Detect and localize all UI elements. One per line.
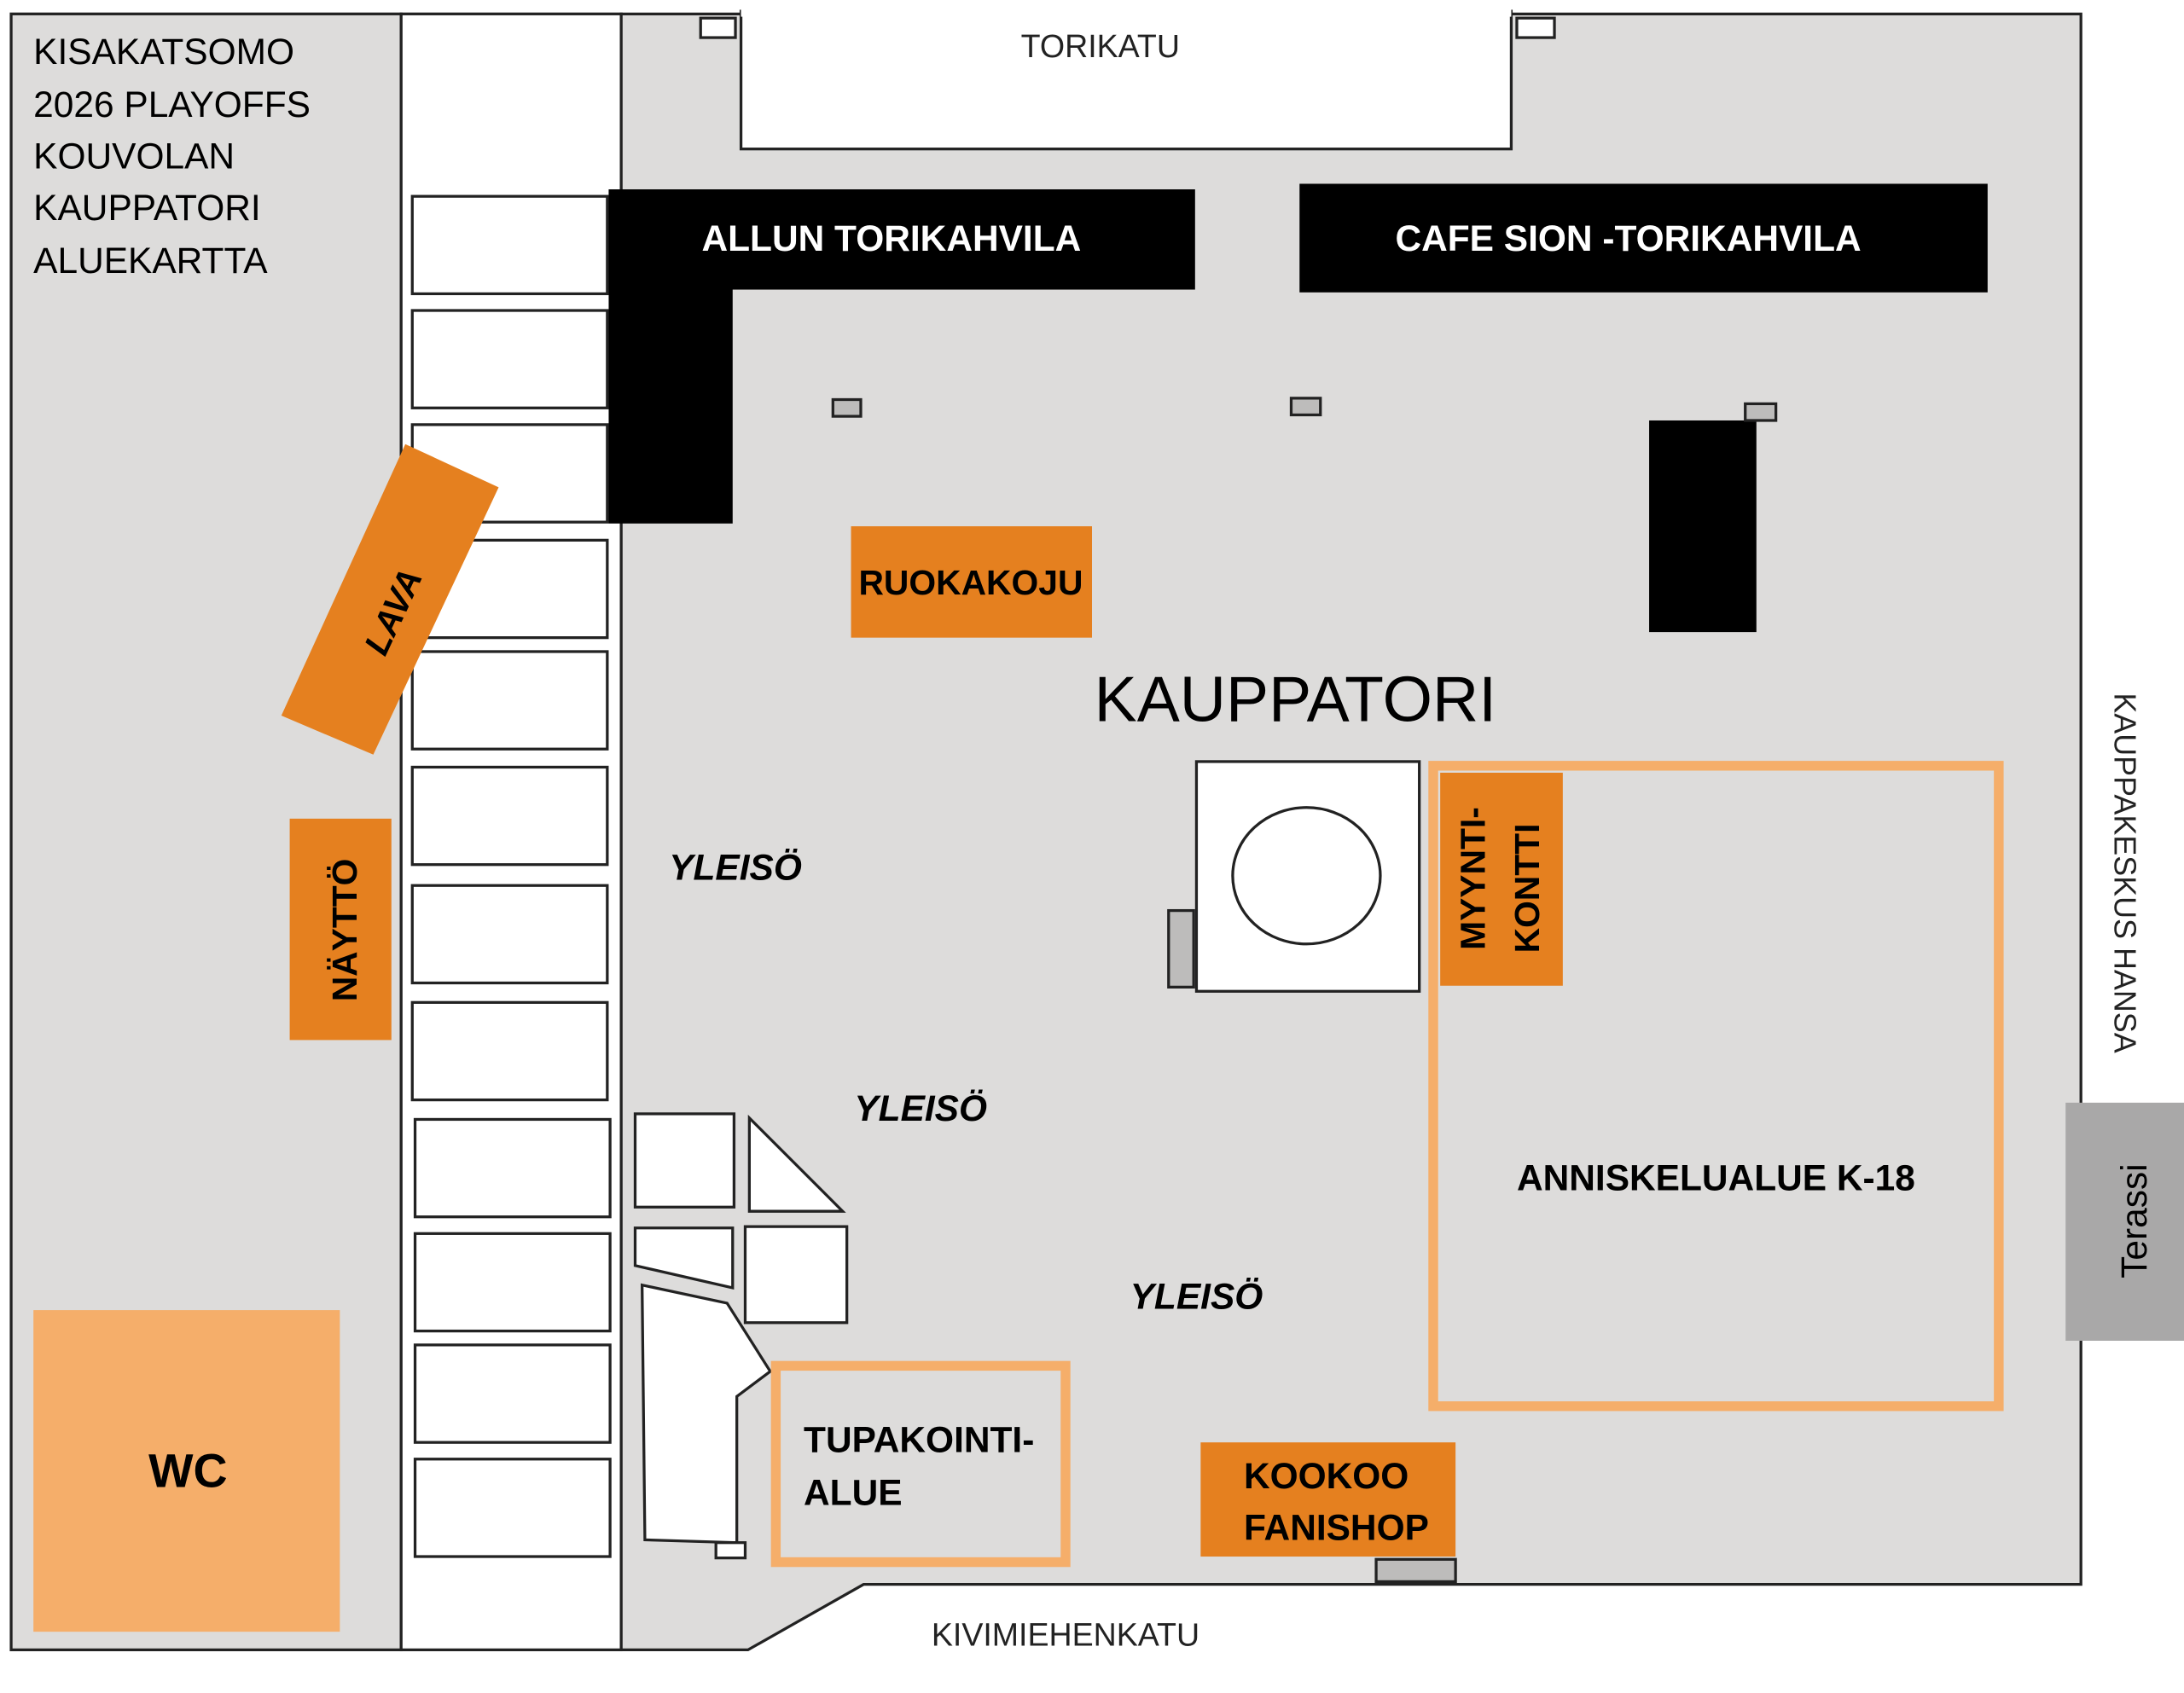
myyntikontti[interactable]: MYYNTI- KONTTI	[1440, 772, 1563, 986]
title-line: KISAKATSOMO	[33, 32, 294, 72]
small-structure	[699, 16, 737, 39]
street-gap	[741, 5, 1512, 17]
yleiso-label: YLEISÖ	[669, 848, 802, 888]
wc-label: WC	[148, 1444, 227, 1497]
naytto-screen[interactable]: NÄYTTÖ	[289, 818, 392, 1041]
map-title: KISAKATSOMO 2026 PLAYOFFS KOUVOLAN KAUPP…	[33, 32, 311, 281]
allun-torikahvila[interactable]: ALLUN TORIKAHVILA	[608, 189, 1195, 524]
fanishop-label-1: KOOKOO	[1244, 1456, 1409, 1496]
allun-torikahvila-label: ALLUN TORIKAHVILA	[701, 218, 1081, 258]
naytto-label: NÄYTTÖ	[325, 859, 364, 1002]
street-label-bottom: KIVIMIEHENKATU	[932, 1617, 1199, 1653]
torikatu-street	[739, 9, 1513, 151]
street-label-top: TORIKATU	[1021, 28, 1180, 64]
building-blocks	[633, 1112, 849, 1560]
cafe-sion-label: CAFE SION -TORIKAHVILA	[1395, 218, 1861, 258]
title-line: KAUPPATORI	[33, 188, 261, 228]
lava-stage[interactable]: LAVA	[281, 444, 499, 755]
kauppatori-label: KAUPPATORI	[1095, 664, 1496, 735]
anniskelualue[interactable]: ANNISKELUALUE K-18	[1428, 761, 2004, 1412]
small-gray-markers	[831, 397, 1778, 422]
yleiso-label: YLEISÖ	[1130, 1276, 1263, 1316]
ruokakoju[interactable]: RUOKAKOJU	[851, 526, 1092, 638]
fountain-circle	[1231, 806, 1382, 946]
yleiso-label: YLEISÖ	[854, 1088, 987, 1128]
cafe-sion-torikahvila[interactable]: CAFE SION -TORIKAHVILA	[1299, 183, 1988, 293]
street-label-right: KAUPPAKESKUS HANSA	[2107, 693, 2142, 1052]
kookoo-fanishop[interactable]: KOOKOO FANISHOP	[1200, 1442, 1456, 1557]
small-structure	[1515, 16, 1556, 39]
tupakointi-label-2: ALUE	[804, 1473, 903, 1513]
myyntikontti-label-2: KONTTI	[1507, 824, 1547, 954]
title-line: KOUVOLAN	[33, 136, 235, 177]
title-line: 2026 PLAYOFFS	[33, 84, 311, 125]
anniskelualue-label: ANNISKELUALUE K-18	[1517, 1158, 1915, 1198]
ruokakoju-label: RUOKAKOJU	[858, 563, 1083, 602]
myyntikontti-label-1: MYYNTI-	[1453, 807, 1492, 950]
tupakointialue[interactable]: TUPAKOINTI- ALUE	[770, 1360, 1071, 1568]
terassi-label: Terassi	[2114, 1163, 2154, 1278]
terassi[interactable]: Terassi	[2065, 1102, 2184, 1342]
title-line: ALUEKARTTA	[33, 241, 268, 281]
black-structure	[1649, 420, 1757, 633]
gray-marker	[1374, 1557, 1457, 1584]
kiosk-side	[1167, 908, 1195, 989]
tupakointi-label-1: TUPAKOINTI-	[804, 1420, 1034, 1460]
wc[interactable]: WC	[33, 1310, 340, 1632]
fanishop-label-2: FANISHOP	[1244, 1507, 1429, 1547]
